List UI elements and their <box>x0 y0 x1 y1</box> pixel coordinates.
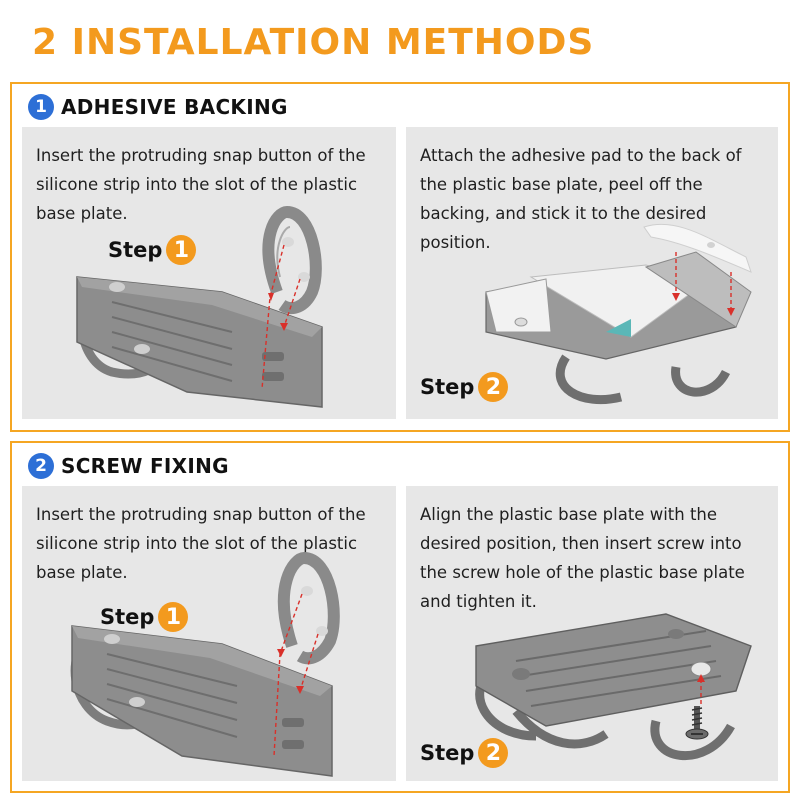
step-number-badge: 1 <box>158 602 189 632</box>
step-number-badge: 2 <box>478 372 509 402</box>
instruction-text: Insert the protruding snap button of the… <box>36 505 366 582</box>
section-screw-fixing: 2 SCREW FIXING Insert the protruding sna… <box>10 441 790 793</box>
section-number-badge: 2 <box>28 453 54 479</box>
instruction-panel: Insert the protruding snap button of the… <box>22 486 396 781</box>
base-plate-strip-illustration <box>70 552 340 777</box>
page-title: 2 INSTALLATION METHODS <box>32 22 595 63</box>
section-adhesive-backing: 1 ADHESIVE BACKING Insert the protruding… <box>10 82 790 432</box>
section-number-badge: 1 <box>28 94 54 120</box>
step-word: Step <box>108 238 163 262</box>
section-title: ADHESIVE BACKING <box>61 95 288 119</box>
instruction-panel: Align the plastic base plate with the de… <box>406 486 778 781</box>
step-label: Step 1 <box>108 235 197 265</box>
section-title: SCREW FIXING <box>61 454 229 478</box>
screw-fixing-illustration <box>475 613 752 761</box>
step-label: Step 2 <box>420 372 509 402</box>
instruction-text: Insert the protruding snap button of the… <box>36 146 366 223</box>
base-plate-strip-illustration <box>76 206 323 408</box>
instruction-panel: Attach the adhesive pad to the back of t… <box>406 127 778 419</box>
screw-icon <box>685 706 709 740</box>
instruction-panel: Insert the protruding snap button of the… <box>22 127 396 419</box>
step-label: Step 2 <box>420 738 509 768</box>
step-label: Step 1 <box>100 602 189 632</box>
instruction-text: Attach the adhesive pad to the back of t… <box>420 146 742 252</box>
step-word: Step <box>420 741 475 765</box>
adhesive-pad-illustration <box>485 223 752 405</box>
step-number-badge: 2 <box>478 738 509 768</box>
step-number-badge: 1 <box>166 235 197 265</box>
instruction-text: Align the plastic base plate with the de… <box>420 505 745 611</box>
step-word: Step <box>420 375 475 399</box>
step-word: Step <box>100 605 155 629</box>
section-header: 1 ADHESIVE BACKING <box>28 94 288 120</box>
section-header: 2 SCREW FIXING <box>28 453 229 479</box>
